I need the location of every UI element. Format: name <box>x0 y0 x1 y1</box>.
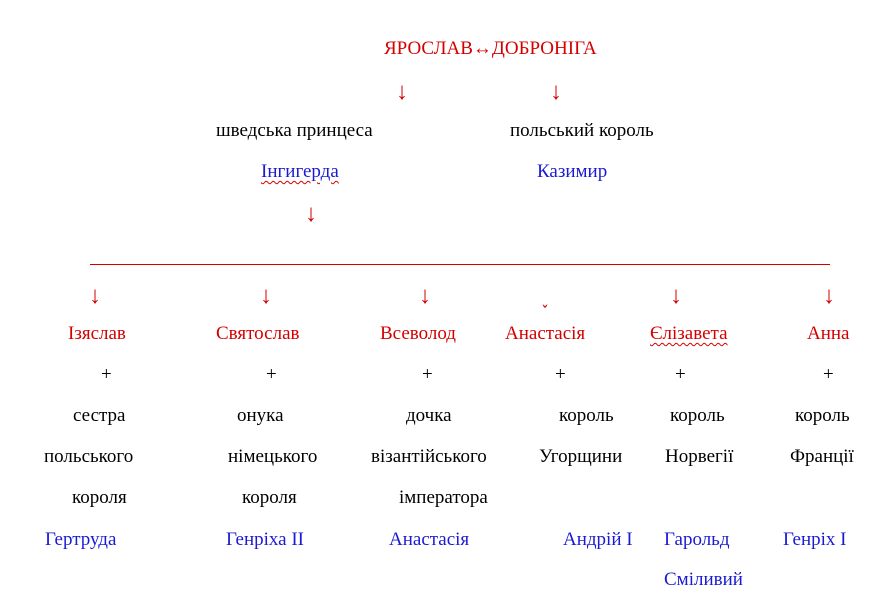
arrow-down-icon: ↓ <box>396 79 408 105</box>
arrow-down-icon: ↓ <box>670 283 682 309</box>
child-name: Ізяслав <box>68 323 126 344</box>
plus-sign: + <box>675 364 686 385</box>
plus-sign: + <box>555 364 566 385</box>
spouse-description-line: король <box>795 405 850 426</box>
arrow-down-icon: ↓ <box>823 283 835 309</box>
spouse-title-left: шведська принцеса <box>216 120 373 141</box>
spouse-description-line: короля <box>242 487 297 508</box>
spouse-name-right: Казимир <box>537 161 608 182</box>
spouse-description-line: король <box>670 405 725 426</box>
arrow-down-icon: ↓ <box>260 283 272 309</box>
spouse-name-left: Інгигерда <box>261 161 339 183</box>
spouse-name: Гарольд <box>664 529 730 550</box>
spouse-description-line: Угорщини <box>539 446 623 467</box>
spouse-description-line: короля <box>72 487 127 508</box>
spouse-name: Генріх І <box>783 529 847 550</box>
spouse-description-line: імператора <box>399 487 488 508</box>
root-couple: ЯРОСЛАВ↔ДОБРОНІГА <box>384 38 597 59</box>
arrow-down-icon: ↓ <box>419 283 431 309</box>
arrow-down-icon: ˯ <box>541 283 549 309</box>
spouse-name-left-text: Інгигерда <box>261 161 339 182</box>
spouse-description-line: онука <box>237 405 284 426</box>
child-name: Анна <box>807 323 850 344</box>
child-name: Всеволод <box>380 323 456 344</box>
arrow-down-icon: ↓ <box>305 201 317 227</box>
spouse-name: Сміливий <box>664 569 743 590</box>
arrow-down-icon: ↓ <box>89 283 101 309</box>
spouse-name: Генріха ІІ <box>226 529 305 550</box>
spouse-description-line: король <box>559 405 614 426</box>
children-connector-line <box>90 264 830 265</box>
spouse-name: Гертруда <box>45 529 117 550</box>
spouse-description-line: польського <box>44 446 134 467</box>
plus-sign: + <box>422 364 433 385</box>
spouse-description-line: німецького <box>228 446 318 467</box>
child-name-text: Єлізавета <box>650 323 728 344</box>
spouse-description-line: візантійського <box>371 446 487 467</box>
child-name: Анастасія <box>505 323 586 344</box>
spouse-description-line: сестра <box>73 405 126 426</box>
child-name: Єлізавета <box>650 323 728 345</box>
arrow-down-icon: ↓ <box>550 79 562 105</box>
spouse-description-line: дочка <box>406 405 452 426</box>
spouse-name: Анастасія <box>389 529 470 550</box>
spouse-name: Андрій І <box>563 529 633 550</box>
child-name: Святослав <box>216 323 300 344</box>
plus-sign: + <box>823 364 834 385</box>
spouse-title-right: польський король <box>510 120 654 141</box>
plus-sign: + <box>101 364 112 385</box>
plus-sign: + <box>266 364 277 385</box>
spouse-description-line: Норвегії <box>665 446 734 467</box>
spouse-description-line: Франції <box>790 446 854 467</box>
